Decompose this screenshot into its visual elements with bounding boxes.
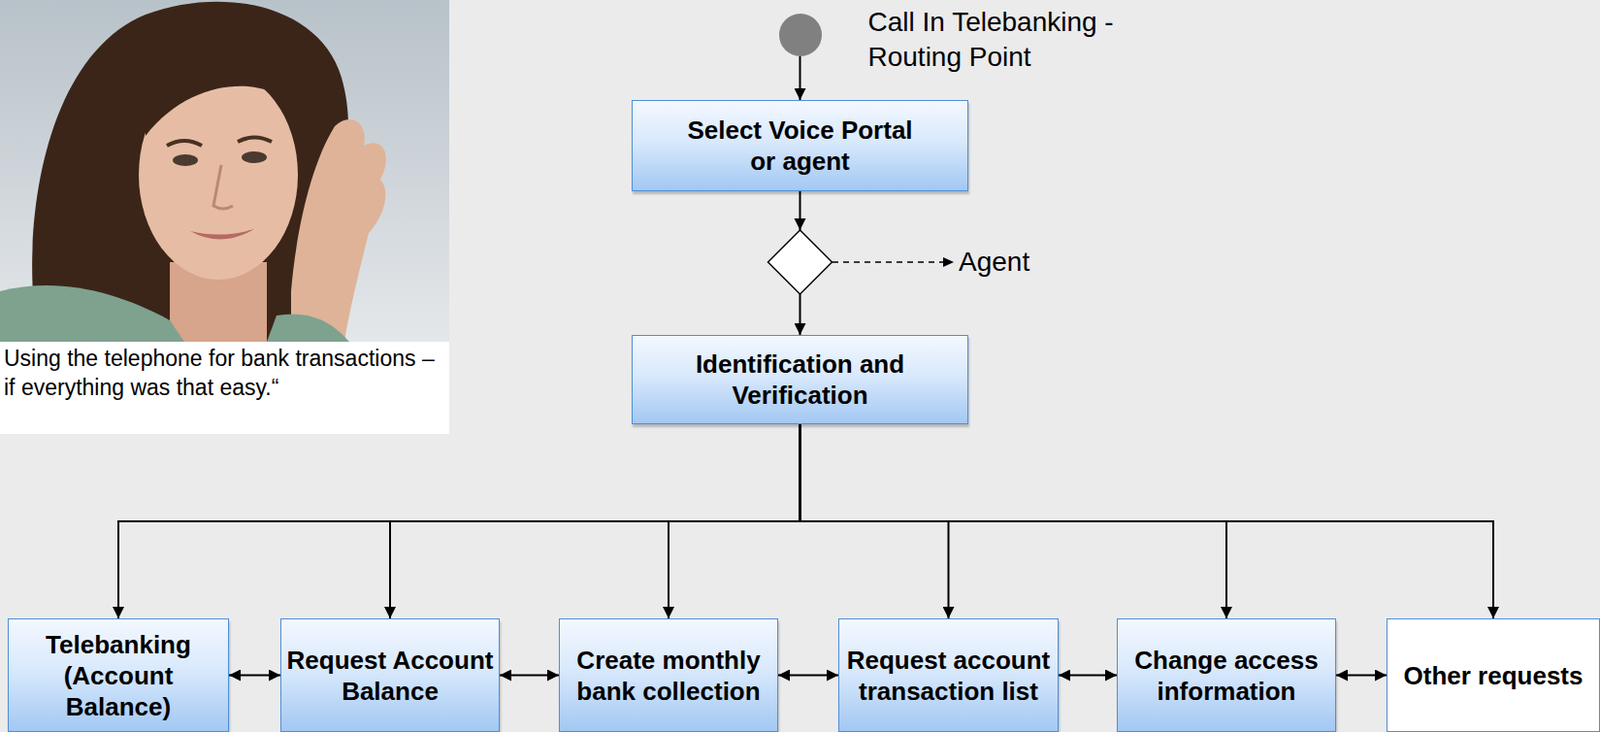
photo-collar [266, 314, 350, 342]
photo-neck [169, 261, 267, 342]
process-box: Other requests [1386, 618, 1600, 732]
photo-hair [32, 1, 349, 342]
connector [390, 424, 801, 619]
box-label: Telebanking (Account Balance) [13, 628, 224, 722]
box-label: Select Voice Portal or agent [679, 114, 922, 177]
arrowhead [794, 218, 807, 230]
connector [668, 424, 801, 619]
connector [800, 424, 949, 619]
connector [800, 424, 1495, 619]
connector [118, 424, 801, 619]
connector [1058, 674, 1117, 677]
process-box: Select Voice Portal or agent [631, 99, 969, 192]
photo-face [138, 69, 298, 280]
photo-eye [241, 151, 267, 164]
box-label: Other requests [1404, 659, 1584, 691]
photo-lips [190, 228, 255, 240]
route-label: Agent [958, 244, 1095, 280]
photo-fringe [145, 67, 292, 136]
process-box: Create monthly bank collection [558, 618, 779, 732]
photo-brow [166, 140, 202, 146]
box-label: Request account transaction list [844, 644, 1053, 707]
caption-panel [0, 341, 450, 434]
connector [800, 424, 1228, 619]
connector [778, 674, 839, 677]
connector [799, 56, 802, 100]
connector [799, 191, 802, 335]
process-box: Request Account Balance [280, 618, 500, 732]
process-box: Telebanking (Account Balance) [7, 618, 229, 732]
box-label: Identification and Verification [679, 348, 922, 411]
photo-hand [291, 119, 387, 342]
photo-collar [0, 285, 185, 342]
process-box: Request account transaction list [838, 618, 1059, 732]
photo-caption: Using the telephone for bank transaction… [3, 343, 446, 402]
dashed-leader [832, 261, 944, 263]
start-circle: Call In Telebanking - Routing Point [779, 13, 822, 57]
photo-nose [213, 164, 233, 209]
connector [1336, 674, 1387, 677]
process-box: Change access information [1116, 618, 1337, 732]
start-label: Call In Telebanking - Routing Point [868, 4, 1160, 75]
decision-diamond [768, 229, 833, 294]
connector [228, 674, 281, 677]
box-label: Change access information [1122, 644, 1331, 707]
arrowhead [943, 257, 954, 267]
photo-background [0, 0, 450, 342]
box-label: Create monthly bank collection [564, 644, 773, 707]
process-box: Identification and Verification [631, 334, 969, 425]
box-label: Request Account Balance [286, 644, 494, 707]
photo-brow [237, 137, 272, 143]
connector [499, 674, 559, 677]
photo-eye [172, 154, 198, 166]
